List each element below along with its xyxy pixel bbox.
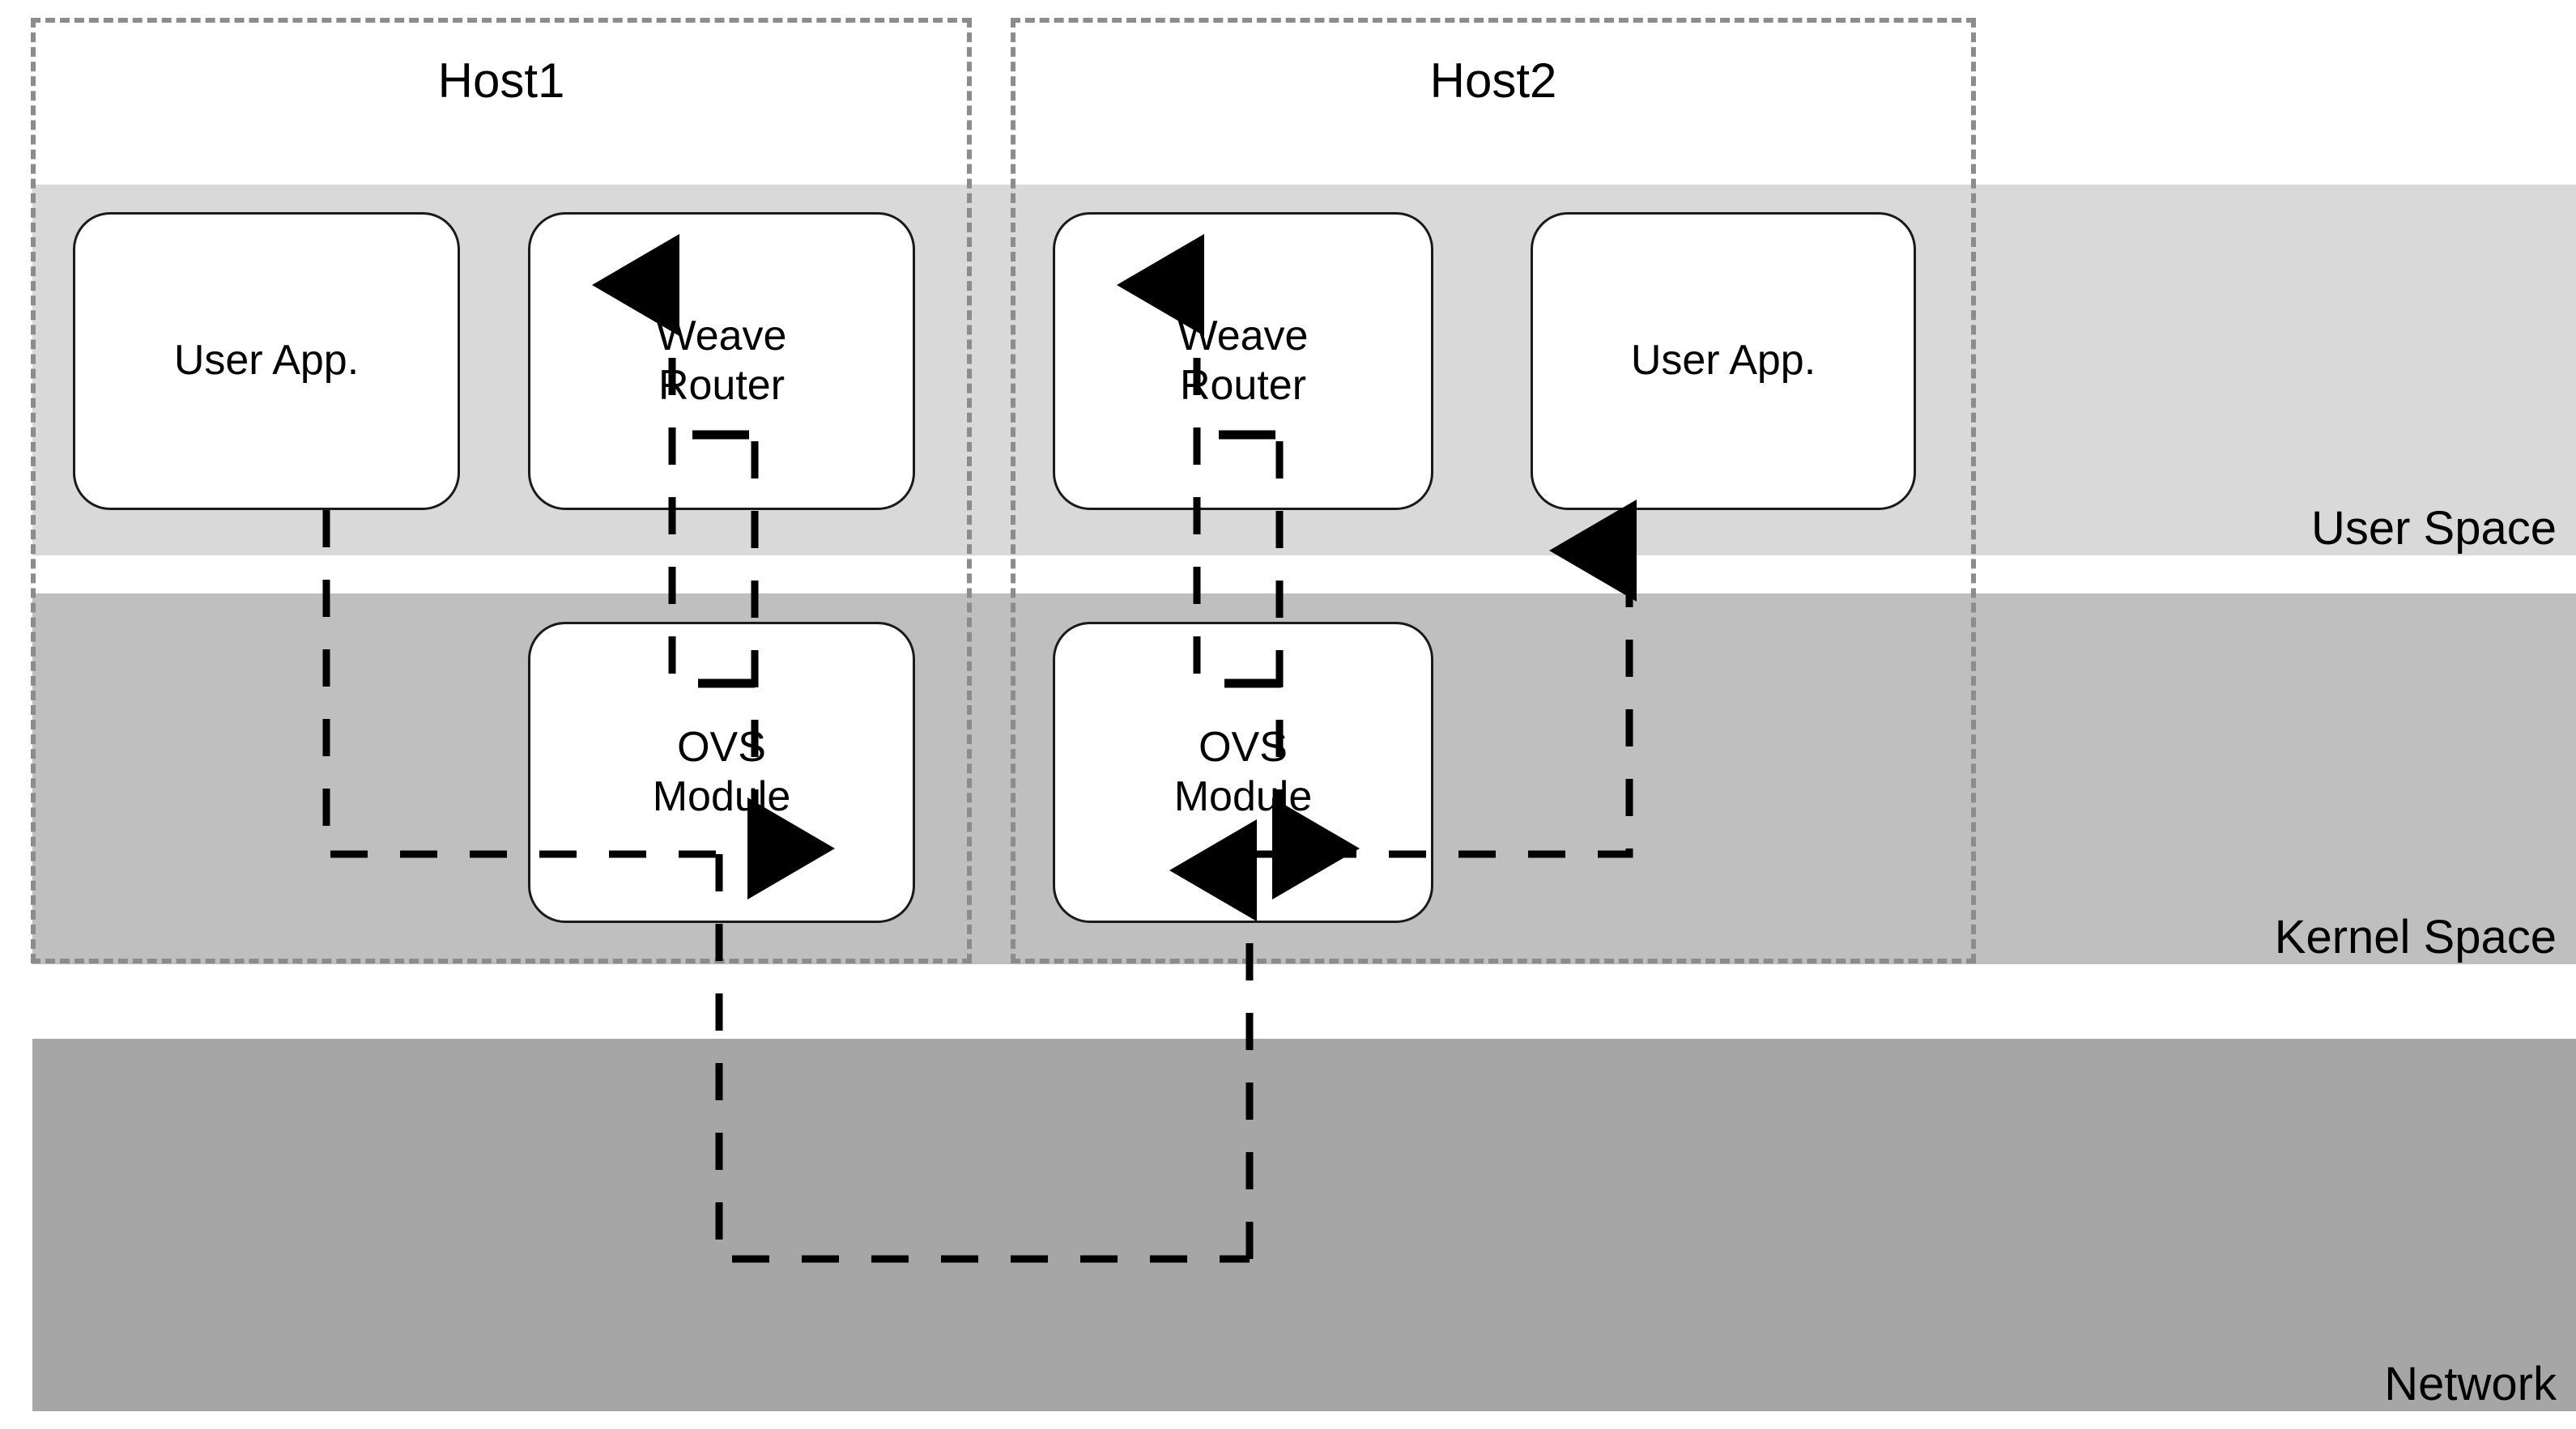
host-title-host2: Host2: [1429, 53, 1557, 108]
layer-label-network: Network: [2384, 1358, 2557, 1410]
node-host2-weave-router[interactable]: Weave Router: [1053, 212, 1433, 510]
node-host2-ovs-module[interactable]: OVS Module: [1053, 622, 1433, 923]
layer-band-network: Network: [32, 1039, 2576, 1411]
layer-label-kernel-space: Kernel Space: [2274, 911, 2557, 963]
node-host1-ovs-module[interactable]: OVS Module: [528, 622, 915, 923]
node-host1-user-app[interactable]: User App.: [73, 212, 460, 510]
host-container-host1: Host1: [31, 18, 972, 963]
node-host2-user-app[interactable]: User App.: [1531, 212, 1916, 510]
host-container-host2: Host2: [1011, 18, 1976, 963]
node-host1-weave-router[interactable]: Weave Router: [528, 212, 915, 510]
host-title-host1: Host1: [437, 53, 565, 108]
layer-label-user-space: User Space: [2310, 502, 2557, 555]
